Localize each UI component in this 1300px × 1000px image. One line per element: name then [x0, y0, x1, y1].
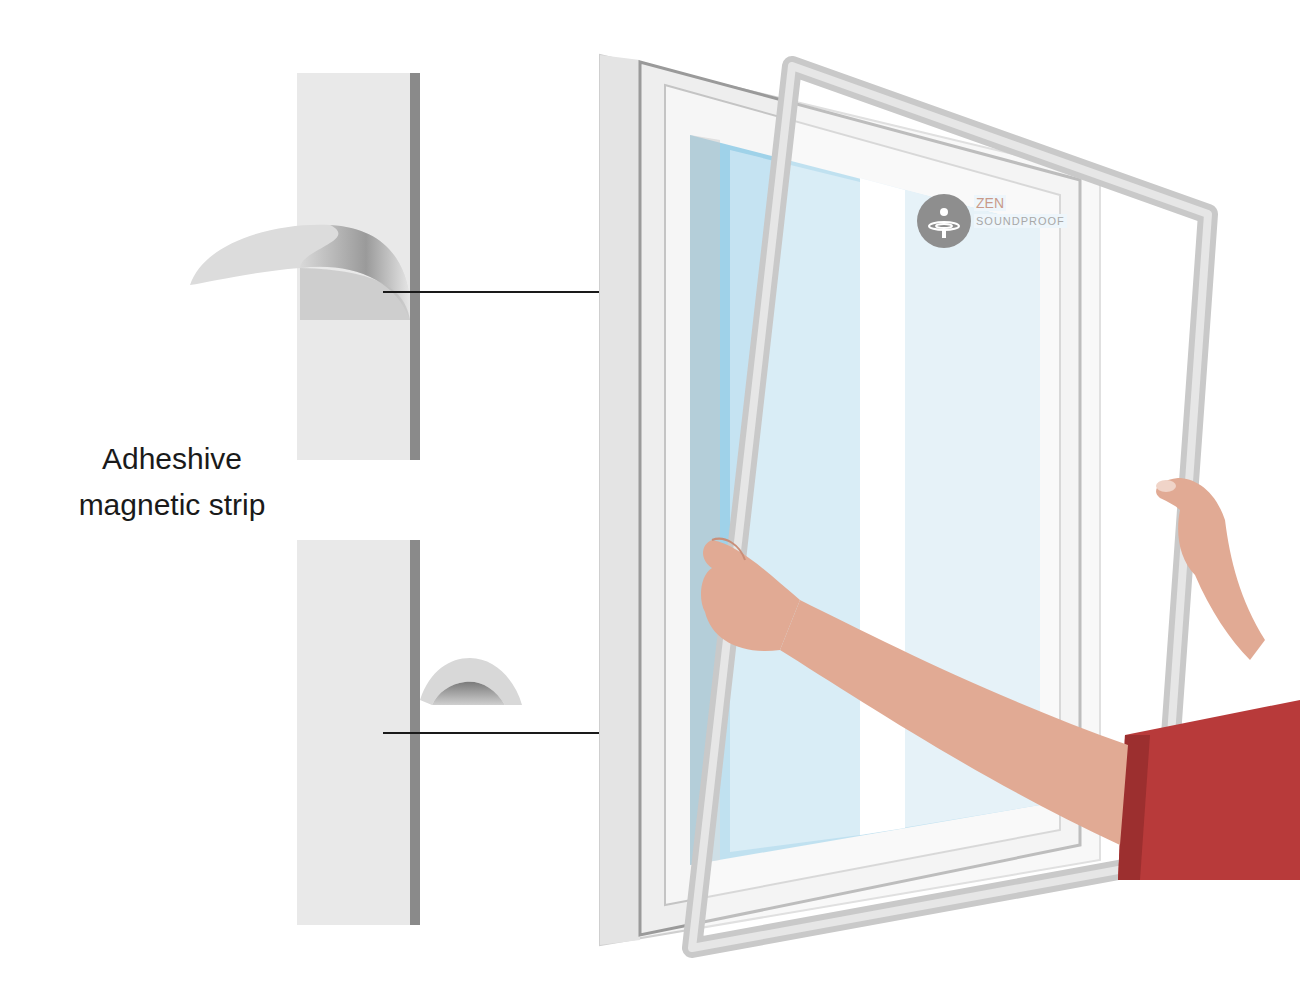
magnetic-strip-top — [190, 73, 420, 460]
watermark-text: SOUNDPROOF — [974, 214, 1067, 228]
hands — [701, 478, 1300, 880]
watermark-logo — [917, 194, 971, 248]
watermark-text: ZEN — [974, 195, 1006, 211]
screen-frame — [692, 66, 1208, 948]
part-label: Adheshive magnetic strip — [72, 436, 272, 528]
